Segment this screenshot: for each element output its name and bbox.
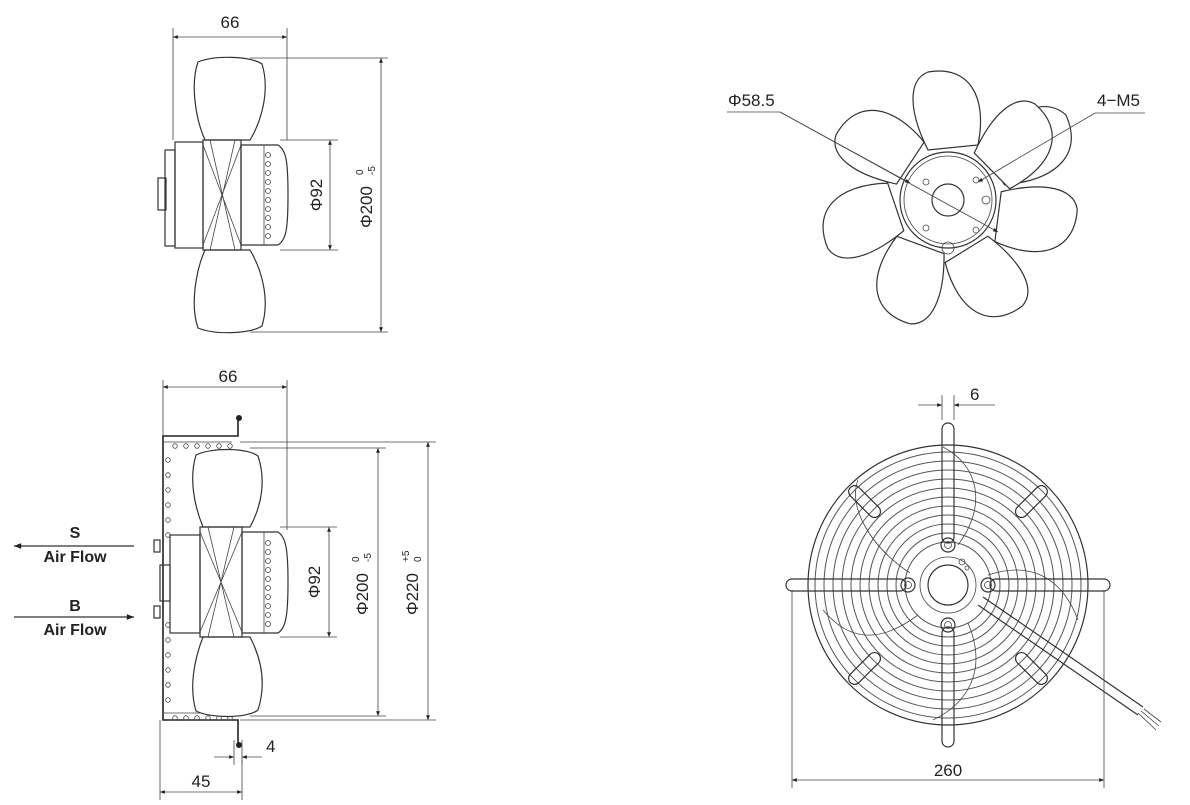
top-diameter-dim: Φ200 <box>357 186 376 228</box>
grille-overall-width: 260 <box>934 761 962 780</box>
front-screw-label: 4−M5 <box>1097 91 1140 110</box>
impeller-blades <box>822 70 1078 325</box>
airflow-b-text: Air Flow <box>43 622 107 639</box>
bottom-thickness-dim: 4 <box>266 737 275 756</box>
front-view-impeller: Φ58.5 4−M5 <box>727 70 1145 325</box>
bottom-diameter-tol-upper: 0 <box>351 556 362 562</box>
side-view-bottom: 66 <box>153 367 436 800</box>
bottom-outer-tol-lower: 0 <box>413 556 424 562</box>
top-diameter-tol-upper: 0 <box>355 169 366 175</box>
grille-slot-width: 6 <box>970 385 979 404</box>
bottom-diameter-tol-lower: -5 <box>363 553 374 562</box>
bottom-outer-tol-upper: +5 <box>401 550 412 562</box>
top-diameter-tol-lower: -5 <box>367 166 378 175</box>
bottom-width-dim: 66 <box>219 367 238 386</box>
airflow-s-text: Air Flow <box>43 549 107 566</box>
top-width-dim: 66 <box>221 13 240 32</box>
front-hub-diameter: Φ58.5 <box>728 91 775 110</box>
bottom-diameter-dim: Φ200 <box>353 573 372 615</box>
top-hub-dim: Φ92 <box>307 179 326 211</box>
grille-view: 6 260 <box>785 385 1162 788</box>
airflow-s-label: S <box>70 525 81 542</box>
bottom-offset-dim: 45 <box>192 772 211 791</box>
airflow-legend: S Air Flow B Air Flow <box>14 525 134 639</box>
bottom-outer-diameter-dim: Φ220 <box>403 573 422 615</box>
airflow-b-label: B <box>69 598 81 615</box>
side-view-top: 66 Φ92 Φ200 0 -5 <box>157 13 388 334</box>
bottom-hub-dim: Φ92 <box>305 566 324 598</box>
